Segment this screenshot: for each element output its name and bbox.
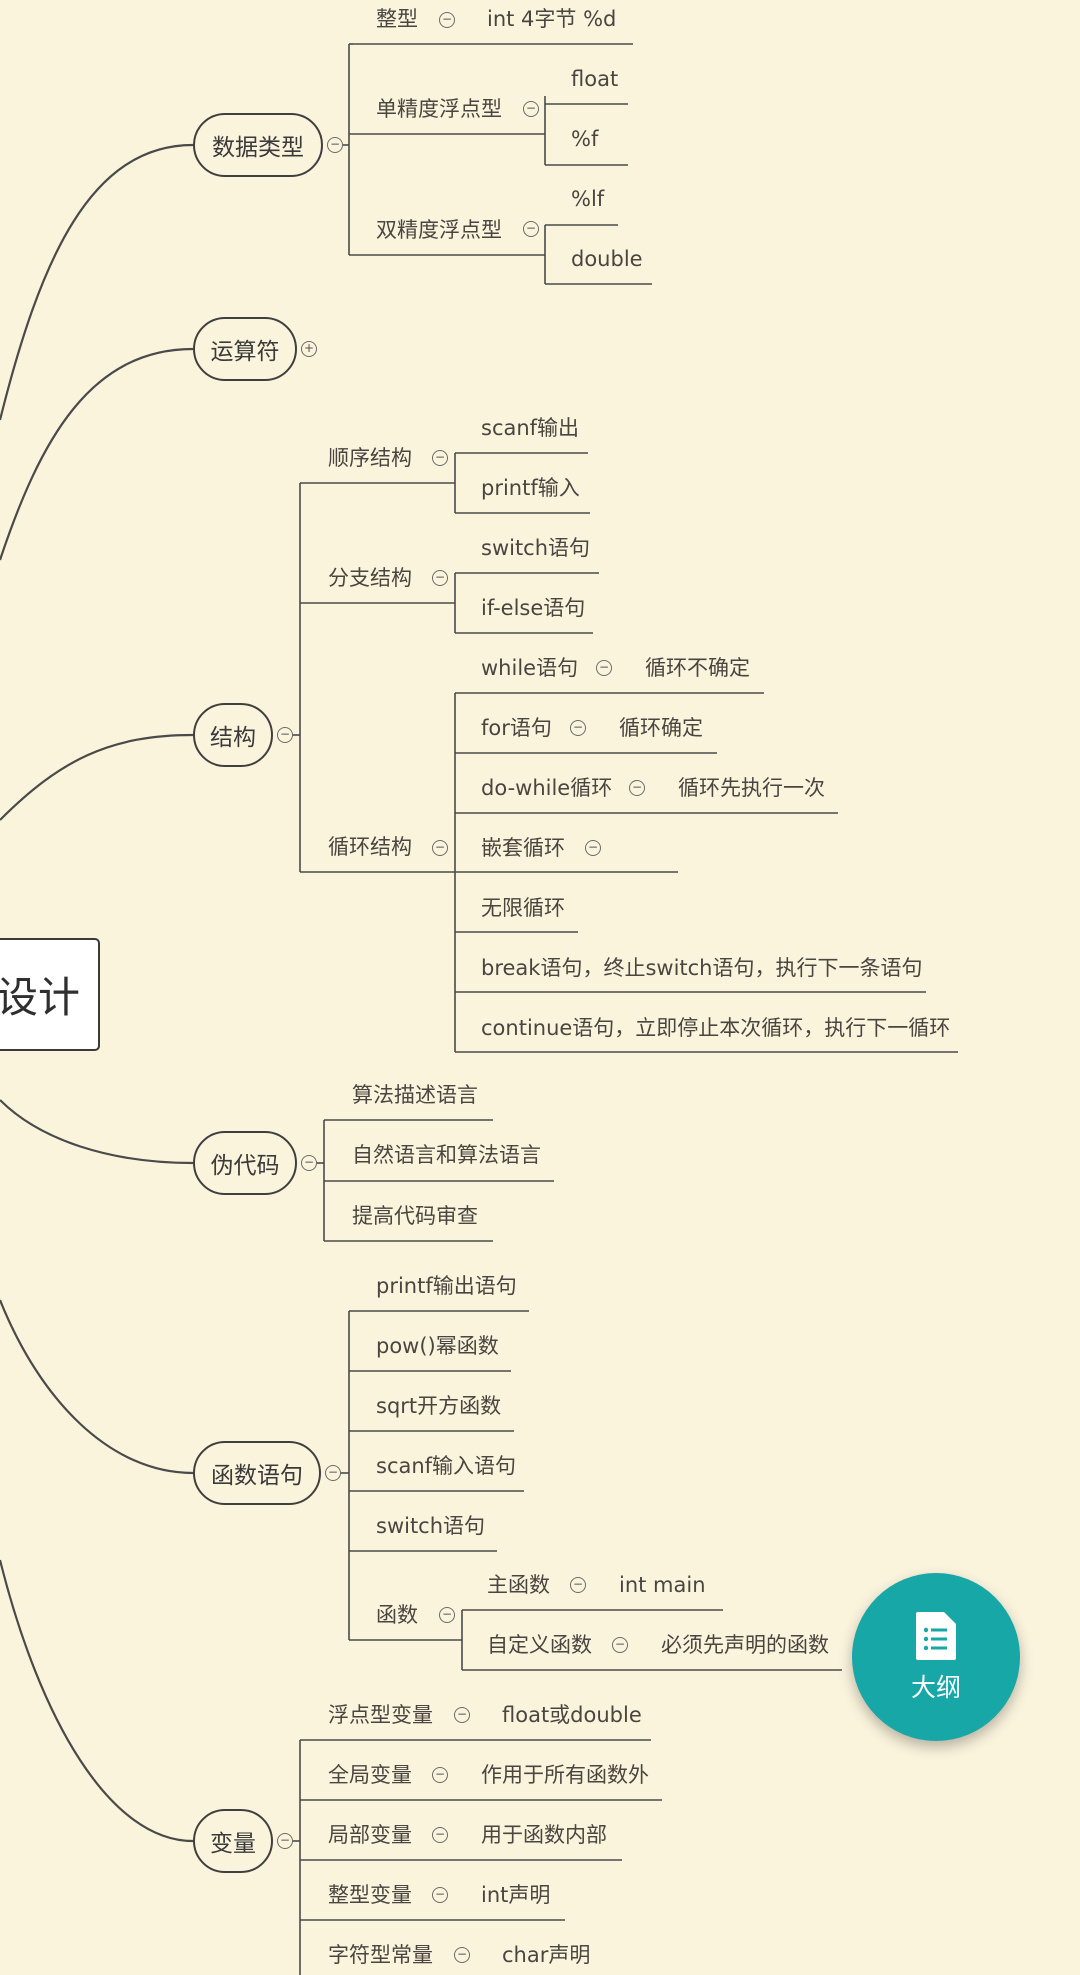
collapse-icon[interactable]: − (325, 1465, 341, 1481)
node-label[interactable]: 函数 (376, 1603, 418, 1627)
node-label[interactable]: int main (619, 1573, 706, 1597)
node-label[interactable]: scanf输出 (481, 416, 580, 440)
branch-label: 运算符 (210, 339, 280, 365)
branch-curve (0, 143, 194, 421)
node-label[interactable]: 必须先声明的函数 (661, 1633, 829, 1657)
outline-button-label: 大纲 (910, 1673, 961, 1702)
node-label[interactable]: for语句 (481, 716, 552, 740)
expand-icon[interactable]: + (301, 341, 317, 357)
node-label[interactable]: char声明 (502, 1943, 591, 1967)
branch-curve (0, 1299, 194, 1475)
collapse-icon[interactable]: − (432, 1887, 448, 1903)
branch-curve (0, 347, 194, 561)
collapse-icon[interactable]: − (301, 1155, 317, 1171)
collapse-icon[interactable]: − (432, 1827, 448, 1843)
branch-curve (0, 1559, 194, 1843)
node-label[interactable]: continue语句，立即停止本次循环，执行下一循环 (481, 1016, 951, 1040)
node-label[interactable]: pow()幂函数 (376, 1334, 499, 1358)
branch-label: 伪代码 (210, 1153, 280, 1179)
node-label[interactable]: 提高代码审查 (352, 1204, 478, 1228)
node-label[interactable]: switch语句 (481, 536, 591, 560)
node-label[interactable]: break语句，终止switch语句，执行下一条语句 (481, 956, 923, 980)
node-label[interactable]: 作用于所有函数外 (481, 1763, 649, 1787)
node-label[interactable]: 循环结构 (328, 835, 412, 859)
root-node[interactable]: 设计 (0, 938, 100, 1051)
node-label[interactable]: 主函数 (487, 1573, 550, 1597)
node-label[interactable]: double (571, 247, 643, 271)
node-label[interactable]: switch语句 (376, 1514, 486, 1538)
branch-curve (0, 1099, 194, 1165)
branch-node[interactable]: 结构 (193, 703, 273, 767)
collapse-icon[interactable]: − (596, 660, 612, 676)
node-label[interactable]: do-while循环 (481, 776, 613, 800)
node-label[interactable]: 自然语言和算法语言 (352, 1143, 541, 1167)
node-label[interactable]: sqrt开方函数 (376, 1394, 502, 1418)
node-label[interactable]: 浮点型变量 (328, 1703, 433, 1727)
node-label[interactable]: 算法描述语言 (352, 1083, 478, 1107)
node-label[interactable]: int 4字节 %d (487, 7, 617, 31)
node-label[interactable]: 单精度浮点型 (376, 97, 502, 121)
node-label[interactable]: while语句 (481, 656, 579, 680)
node-label[interactable]: 嵌套循环 (481, 836, 565, 860)
node-label[interactable]: 局部变量 (328, 1823, 412, 1847)
node-label[interactable]: 无限循环 (481, 896, 565, 920)
node-label[interactable]: 全局变量 (328, 1763, 412, 1787)
collapse-icon[interactable]: − (327, 137, 343, 153)
root-label: 设计 (0, 973, 80, 1022)
branch-label: 数据类型 (212, 135, 304, 161)
collapse-icon[interactable]: − (439, 12, 455, 28)
collapse-icon[interactable]: − (523, 101, 539, 117)
collapse-icon[interactable]: − (570, 1577, 586, 1593)
node-label[interactable]: if-else语句 (481, 596, 586, 620)
collapse-icon[interactable]: − (612, 1637, 628, 1653)
node-label[interactable]: float或double (502, 1703, 642, 1727)
node-label[interactable]: 顺序结构 (328, 446, 412, 470)
node-label[interactable]: 用于函数内部 (481, 1823, 607, 1847)
collapse-icon[interactable]: − (439, 1607, 455, 1623)
collapse-icon[interactable]: − (523, 221, 539, 237)
collapse-icon[interactable]: − (432, 570, 448, 586)
collapse-icon[interactable]: − (454, 1707, 470, 1723)
branch-label: 结构 (210, 725, 256, 751)
node-label[interactable]: 循环不确定 (645, 656, 750, 680)
branch-curve (0, 733, 194, 821)
node-label[interactable]: float (571, 67, 619, 91)
node-label[interactable]: 字符型常量 (328, 1943, 433, 1967)
node-label[interactable]: printf输入 (481, 476, 580, 500)
branch-label: 函数语句 (211, 1463, 303, 1489)
collapse-icon[interactable]: − (277, 1833, 293, 1849)
collapse-icon[interactable]: − (629, 780, 645, 796)
collapse-icon[interactable]: − (277, 727, 293, 743)
collapse-icon[interactable]: − (570, 720, 586, 736)
node-label[interactable]: %f (571, 127, 599, 151)
collapse-icon[interactable]: − (432, 450, 448, 466)
node-label[interactable]: scanf输入语句 (376, 1454, 517, 1478)
branch-node[interactable]: 运算符 (193, 317, 297, 381)
node-label[interactable]: 整型变量 (328, 1883, 412, 1907)
branch-label: 变量 (210, 1831, 256, 1857)
node-label[interactable]: 循环先执行一次 (678, 776, 825, 800)
node-label[interactable]: 整型 (376, 7, 418, 31)
collapse-icon[interactable]: − (432, 840, 448, 856)
collapse-icon[interactable]: − (454, 1947, 470, 1963)
branch-node[interactable]: 伪代码 (193, 1131, 297, 1195)
outline-button[interactable]: 大纲 (852, 1573, 1020, 1741)
node-label[interactable]: %lf (571, 187, 605, 211)
node-label[interactable]: int声明 (481, 1883, 551, 1907)
collapse-icon[interactable]: − (432, 1767, 448, 1783)
collapse-icon[interactable]: − (585, 840, 601, 856)
branch-node[interactable]: 函数语句 (193, 1441, 321, 1505)
node-label[interactable]: 分支结构 (328, 566, 412, 590)
node-label[interactable]: 循环确定 (619, 716, 703, 740)
node-label[interactable]: 自定义函数 (487, 1633, 592, 1657)
branch-node[interactable]: 变量 (193, 1809, 273, 1873)
branch-node[interactable]: 数据类型 (193, 113, 323, 177)
document-list-icon (916, 1612, 956, 1660)
node-label[interactable]: 双精度浮点型 (376, 218, 502, 242)
node-label[interactable]: printf输出语句 (376, 1274, 517, 1298)
